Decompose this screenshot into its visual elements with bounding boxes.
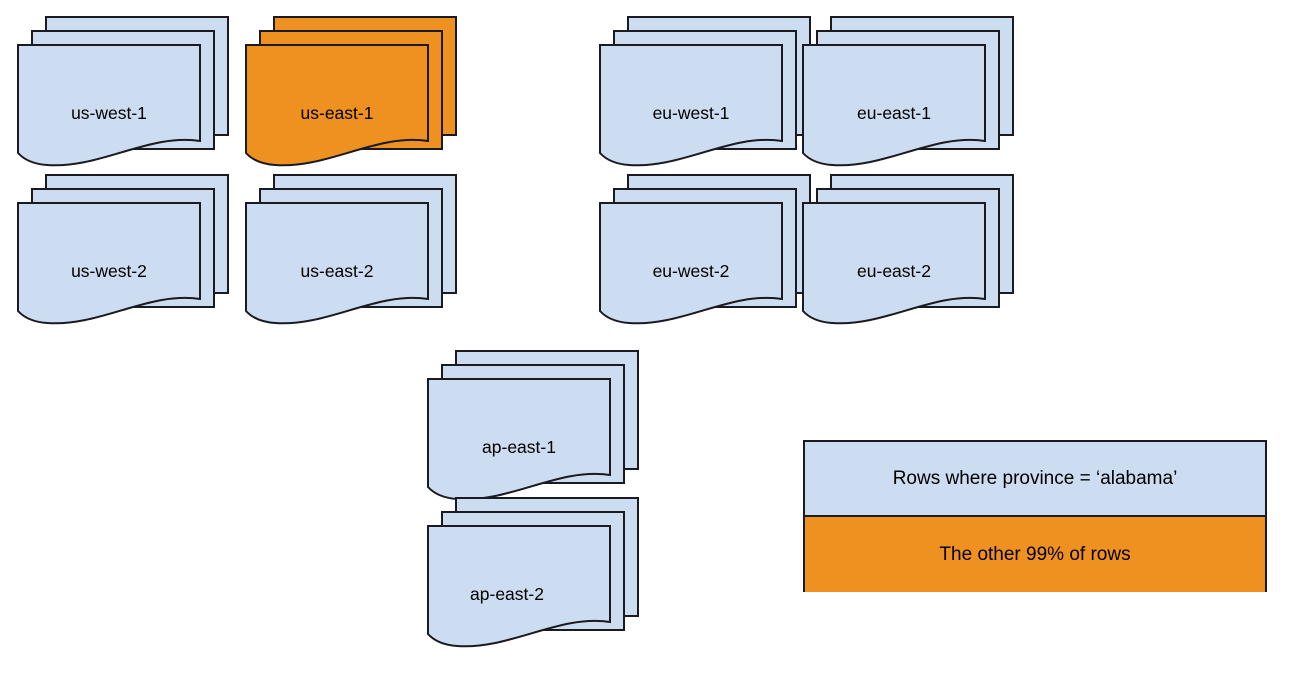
region-stack-eu-west-1[interactable]: eu-west-1 — [599, 16, 811, 177]
region-stack-shape-eu-west-2 — [599, 174, 811, 325]
region-stack-front-sheet — [599, 44, 783, 167]
region-stack-front-sheet — [245, 44, 429, 167]
region-stack-front-sheet — [17, 44, 201, 167]
region-stack-shape-ap-east-2 — [427, 497, 639, 648]
legend-row-blue: Rows where province = ‘alabama’ — [805, 442, 1265, 517]
legend: Rows where province = ‘alabama’ The other… — [803, 440, 1267, 592]
region-stack-ap-east-2[interactable]: ap-east-2 — [427, 497, 639, 658]
region-stack-us-west-1[interactable]: us-west-1 — [17, 16, 229, 177]
region-stack-shape-eu-east-2 — [802, 174, 1014, 325]
region-stack-us-west-2[interactable]: us-west-2 — [17, 174, 229, 335]
legend-row-orange-label: The other 99% of rows — [939, 543, 1131, 565]
region-stack-shape-eu-west-1 — [599, 16, 811, 167]
region-stack-eu-east-2[interactable]: eu-east-2 — [802, 174, 1014, 335]
legend-row-orange: The other 99% of rows — [805, 517, 1265, 592]
region-stack-front-sheet — [599, 202, 783, 325]
legend-row-blue-label: Rows where province = ‘alabama’ — [892, 467, 1178, 489]
region-stack-us-east-2[interactable]: us-east-2 — [245, 174, 457, 335]
region-stack-front-sheet — [245, 202, 429, 325]
region-stack-shape-us-east-1 — [245, 16, 457, 167]
region-stack-front-sheet — [802, 44, 986, 167]
region-stack-eu-west-2[interactable]: eu-west-2 — [599, 174, 811, 335]
region-stack-front-sheet — [802, 202, 986, 325]
region-stack-shape-us-west-1 — [17, 16, 229, 167]
region-stack-shape-eu-east-1 — [802, 16, 1014, 167]
region-stack-shape-us-west-2 — [17, 174, 229, 325]
region-stack-ap-east-1[interactable]: ap-east-1 — [427, 350, 639, 511]
region-stack-shape-ap-east-1 — [427, 350, 639, 501]
region-stack-front-sheet — [427, 525, 611, 648]
region-stack-us-east-1[interactable]: us-east-1 — [245, 16, 457, 177]
region-stack-eu-east-1[interactable]: eu-east-1 — [802, 16, 1014, 177]
region-stack-front-sheet — [17, 202, 201, 325]
region-stack-shape-us-east-2 — [245, 174, 457, 325]
